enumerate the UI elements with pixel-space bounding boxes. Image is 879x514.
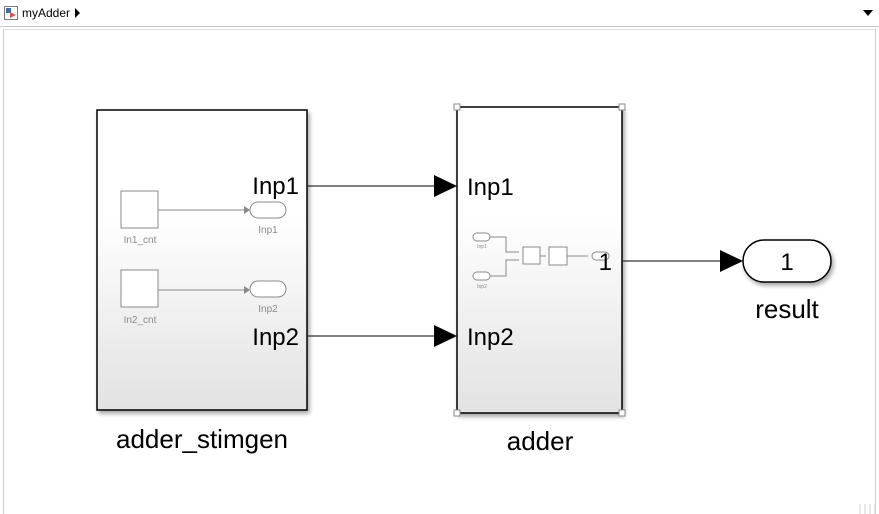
const1-block (120, 190, 159, 229)
adder-inner-in2-port (472, 271, 491, 281)
adder-inner-sum-block (522, 246, 541, 265)
stimgen-outport1-label: Inp1 (252, 173, 299, 200)
result-block-name[interactable]: result (755, 294, 819, 324)
adder-block-name[interactable]: adder (507, 426, 574, 456)
stimgen-block-name[interactable]: adder_stimgen (116, 424, 288, 454)
stimgen-out1-label: Inp1 (258, 225, 278, 236)
signal-line-inp2[interactable] (308, 325, 457, 347)
adder-inner-in1-label: Inp1 (477, 244, 487, 250)
stimgen-out1-port (249, 201, 287, 219)
signal-line-result[interactable] (623, 250, 743, 272)
adder-inner-in1-port (472, 232, 491, 242)
signal-line-inp1[interactable] (308, 175, 457, 197)
adder-inport2-label: Inp2 (467, 324, 514, 351)
selection-handles[interactable] (453, 103, 626, 417)
stimgen-inner-diagram: In1_cnt Inp1 In2_cnt Inp2 (120, 190, 287, 326)
adder-inner-out-port (591, 251, 610, 261)
model-canvas[interactable] (3, 29, 876, 514)
stimgen-out2-label: Inp2 (258, 304, 278, 315)
stimgen-out2-port (249, 280, 287, 298)
result-outport-block[interactable]: 1 (742, 239, 832, 283)
resize-grip-icon[interactable] (857, 502, 877, 514)
const1-label: In1_cnt (124, 235, 157, 246)
breadcrumb-dropdown-icon[interactable] (863, 10, 873, 16)
adder-outport1-label: 1 (599, 249, 612, 276)
adder-inner-in2-label: Inp2 (477, 284, 487, 290)
adder-inport1-label: Inp1 (467, 174, 514, 201)
adder-inner-gain-block (548, 246, 568, 266)
adder-inner-diagram: Inp1 Inp2 (472, 232, 610, 290)
stimgen-block[interactable]: In1_cnt Inp1 In2_cnt Inp2 Inp1 Inp2 (96, 109, 308, 411)
breadcrumb: myAdder (0, 0, 879, 27)
adder-block[interactable]: Inp1 Inp2 Inp1 Inp2 1 (453, 103, 626, 417)
const2-label: In2_cnt (124, 315, 157, 326)
result-port-number: 1 (780, 249, 793, 276)
stimgen-outport2-label: Inp2 (252, 324, 299, 351)
model-icon (4, 6, 18, 20)
breadcrumb-model-name[interactable]: myAdder (22, 6, 71, 20)
breadcrumb-arrow-icon[interactable] (75, 8, 80, 18)
const2-block (120, 269, 159, 308)
